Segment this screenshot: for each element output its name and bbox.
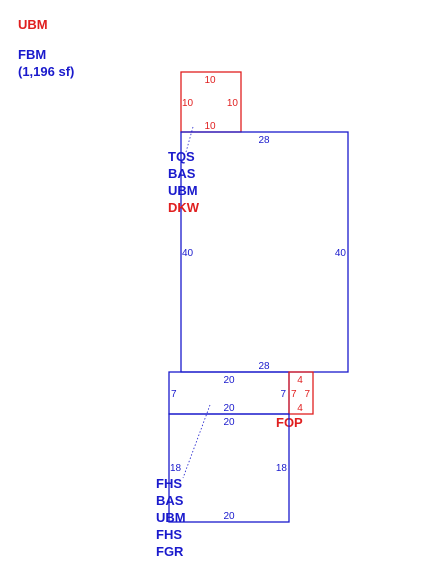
lower-label-5: FGR xyxy=(156,544,184,559)
main-area-dim-bottom: 28 xyxy=(258,361,270,372)
mid-area-dim-bottom: 20 xyxy=(223,403,235,414)
lower-area-dim-right: 18 xyxy=(276,463,288,474)
lower-label-4: FHS xyxy=(156,527,182,542)
main-area-outline xyxy=(180,131,349,373)
lower-area-dim-bottom: 20 xyxy=(223,511,235,522)
legend-fbm: FBM xyxy=(18,47,46,62)
main-label-1: TQS xyxy=(168,149,195,164)
mid-area-dim-left: 7 xyxy=(171,389,177,400)
fop-area-dim-right: 7 xyxy=(304,389,310,400)
main-label-2: BAS xyxy=(168,166,196,181)
lower-label-2: BAS xyxy=(156,493,184,508)
top-area-dim-left: 10 xyxy=(182,98,194,109)
top-area-dim-right: 10 xyxy=(227,98,239,109)
main-area-dim-left: 40 xyxy=(182,248,194,259)
top-area-dim-bottom: 10 xyxy=(204,121,216,132)
lower-area-dim-top: 20 xyxy=(223,417,235,428)
fop-area-dim-top: 4 xyxy=(297,375,303,386)
lower-area-outline xyxy=(168,413,290,523)
lower-label-3: UBM xyxy=(156,510,186,525)
main-area-dim-top: 28 xyxy=(258,135,270,146)
fop-area-dim-left: 7 xyxy=(291,389,297,400)
top-area-dim-top: 10 xyxy=(204,75,216,86)
fop-area-dim-bottom: 4 xyxy=(297,403,303,414)
lower-leader-line xyxy=(182,404,211,479)
mid-area-dim-top: 20 xyxy=(223,375,235,386)
main-label-4: DKW xyxy=(168,200,200,215)
legend-ubm: UBM xyxy=(18,17,48,32)
legend-fbm-area: (1,196 sf) xyxy=(18,64,74,79)
mid-area-dim-right: 7 xyxy=(280,389,286,400)
fop-area-outline xyxy=(288,371,314,415)
lower-label-1: FHS xyxy=(156,476,182,491)
main-label-3: UBM xyxy=(168,183,198,198)
main-area-dim-right: 40 xyxy=(335,248,347,259)
lower-area-dim-left: 18 xyxy=(170,463,182,474)
main-leader-line xyxy=(185,126,194,153)
